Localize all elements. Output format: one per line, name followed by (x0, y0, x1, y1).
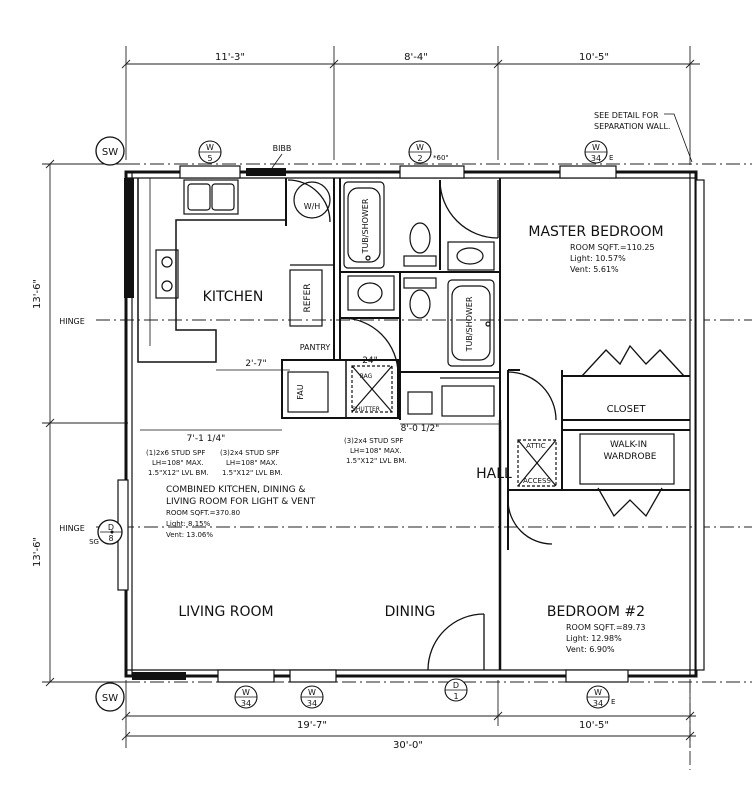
bedroom2-label: BEDROOM #2 (547, 604, 645, 620)
walkin-label: WALK-IN WARDROBE (604, 440, 657, 462)
beam-note-2-line-1: (3)2x4 STUD SPF (220, 449, 279, 457)
walkin-label-line-1: WALK-IN (610, 440, 647, 450)
attic-label-line-2: ACCESS (523, 477, 551, 485)
door-tag-1-top: D (453, 681, 459, 690)
dim-top-1: 11'-3" (215, 52, 245, 63)
fau-label: FAU (296, 384, 305, 399)
windows (117, 165, 705, 683)
dim-interior-a: 2'-7" (245, 359, 266, 369)
hatched-wall-top (246, 168, 286, 176)
window-tag-3-bottom: 34 (591, 154, 601, 163)
grid-lines (96, 163, 752, 770)
combined-note-title-line-1: COMBINED KITCHEN, DINING & (166, 485, 305, 495)
dim-top-2: 8'-4" (404, 52, 428, 63)
attic-label-line-1: ATTIC (526, 442, 546, 450)
window-tag-2-suffix: *60" (433, 154, 449, 162)
closet-label: CLOSET (607, 404, 647, 415)
window-tag-1-top: W (206, 143, 214, 152)
beam-note-1: (1)2x6 STUD SPF LH=108" MAX. 1.5"X12" LV… (146, 449, 209, 477)
walkin-label-line-2: WARDROBE (604, 452, 657, 462)
grid-bubbles (95, 136, 125, 712)
attic-label: ATTIC ACCESS (523, 442, 551, 485)
window-tag-dividers (100, 151, 609, 698)
living-room-label: LIVING ROOM (178, 604, 273, 620)
window-tag-1-bottom: 5 (207, 154, 212, 163)
beam-note-1-line-1: (1)2x6 STUD SPF (146, 449, 205, 457)
pantry-label: PANTRY (300, 343, 331, 352)
grid-label-sw-bottom: SW (102, 693, 118, 704)
hinge-label-lower: HINGE (59, 524, 85, 533)
master-bedroom-vent: Vent: 5.61% (570, 265, 619, 274)
beam-note-2-line-2: LH=108" MAX. (226, 459, 278, 467)
hinge-label-upper: HINGE (59, 317, 85, 326)
combined-note-light: Light: 8.15% (166, 520, 211, 528)
hall-label: HALL (476, 466, 512, 482)
door-swings (287, 179, 685, 671)
dim-bottom-2: 10'-5" (579, 720, 609, 731)
combined-note-vent: Vent: 13.06% (166, 531, 213, 539)
window-tag-3-suffix: E (609, 154, 613, 162)
dim-left-lower: 13'-6" (32, 537, 43, 567)
window-tag-5-top: W (308, 688, 316, 697)
bedroom2-sqft: ROOM SQFT.=89.73 (566, 623, 646, 632)
door-tag-8-top: D (108, 523, 114, 532)
bibb-leader (271, 153, 283, 169)
window-tag-3-top: W (592, 143, 600, 152)
dim-interior-b: 7'-1 1/4" (187, 434, 226, 444)
window-tag-4-bottom: 34 (241, 699, 251, 708)
hatched-wall-bottom (132, 672, 186, 680)
detail-leader (664, 113, 693, 163)
fixtures (155, 179, 557, 487)
beam-note-2: (3)2x4 STUD SPF LH=108" MAX. 1.5"X12" LV… (220, 449, 283, 477)
window-tag-6-top: W (594, 688, 602, 697)
dim-left-upper: 13'-6" (32, 279, 43, 309)
detail-note-line-1: SEE DETAIL FOR (594, 111, 659, 120)
beam-note-2-line-3: 1.5"X12" LVL BM. (222, 469, 283, 477)
dimension-lines (42, 46, 700, 748)
grid-label-sw-top: SW (102, 147, 118, 158)
door-tag-8-bottom: 8 (108, 534, 113, 543)
bedroom2-light: Light: 12.98% (566, 634, 622, 643)
dim-bottom-1: 19'-7" (297, 720, 327, 731)
detail-note-line-2: SEPARATION WALL. (594, 122, 670, 131)
dining-label: DINING (385, 604, 436, 620)
beam-note-1-line-2: LH=108" MAX. (152, 459, 204, 467)
hatched-wall-left (124, 178, 134, 298)
shutter-label: SHUTTER (352, 406, 380, 413)
dim-bottom-total: 30'-0" (393, 740, 423, 751)
window-tag-2-bottom: 2 (417, 154, 422, 163)
wh-label: W/H (304, 202, 321, 211)
tub-shower-1-label: TUB/SHOWER (361, 198, 370, 254)
window-tag-4-top: W (242, 688, 250, 697)
rag-label: RAG (360, 373, 373, 380)
window-tag-6-suffix: E (611, 698, 615, 706)
refer-label: REFER (303, 283, 313, 312)
combined-note-sqft: ROOM SQFT.=370.80 (166, 509, 240, 517)
master-bedroom-label: MASTER BEDROOM (528, 224, 663, 240)
window-tag-2-top: W (416, 143, 424, 152)
door-tag-1-bottom: 1 (453, 692, 458, 701)
dim-interior-c: 24" (362, 356, 378, 366)
beam-note-3-line-2: LH=108" MAX. (350, 447, 402, 455)
beam-note-3-line-3: 1.5"X12" LVL BM. (346, 457, 407, 465)
dim-top-3: 10'-5" (579, 52, 609, 63)
bedroom2-vent: Vent: 6.90% (566, 645, 615, 654)
tub-shower-2-label: TUB/SHOWER (465, 296, 474, 352)
master-bedroom-sqft: ROOM SQFT.=110.25 (570, 243, 655, 252)
combined-note-title-line-2: LIVING ROOM FOR LIGHT & VENT (166, 497, 316, 507)
sg-label: SG (89, 538, 99, 546)
combined-note-title: COMBINED KITCHEN, DINING & LIVING ROOM F… (166, 485, 316, 507)
window-tag-5-bottom: 34 (307, 699, 317, 708)
beam-note-1-line-3: 1.5"X12" LVL BM. (148, 469, 209, 477)
dim-interior-d: 8'-0 1/2" (401, 424, 440, 434)
master-bedroom-light: Light: 10.57% (570, 254, 626, 263)
kitchen-label: KITCHEN (203, 289, 264, 305)
window-tag-6-bottom: 34 (593, 699, 603, 708)
bibb-label: BIBB (273, 144, 292, 153)
detail-note: SEE DETAIL FOR SEPARATION WALL. (594, 111, 670, 131)
beam-note-3-line-1: (3)2x4 STUD SPF (344, 437, 403, 445)
beam-note-3: (3)2x4 STUD SPF LH=108" MAX. 1.5"X12" LV… (344, 437, 407, 465)
